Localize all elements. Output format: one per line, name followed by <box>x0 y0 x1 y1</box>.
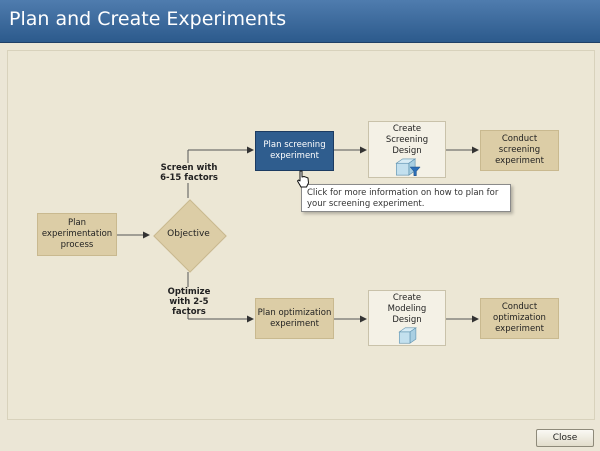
plan-screening-experiment-label: Plan screening experiment <box>263 140 326 161</box>
title-bar: Plan and Create Experiments <box>0 0 600 43</box>
create-modeling-design-node[interactable]: Create Modeling Design <box>368 290 446 346</box>
conduct-optimization-experiment-label: Conduct optimization experiment <box>493 302 546 334</box>
conduct-optimization-experiment-node[interactable]: Conduct optimization experiment <box>480 298 559 339</box>
plan-optimization-experiment-label: Plan optimization experiment <box>257 307 332 329</box>
screening-design-cube-icon <box>395 158 421 176</box>
tooltip-text: Click for more information on how to pla… <box>307 188 499 209</box>
modeling-design-cube-icon <box>398 327 417 344</box>
create-screening-design-node[interactable]: Create Screening Design <box>368 121 446 178</box>
window-title: Plan and Create Experiments <box>9 8 287 30</box>
plan-screening-experiment-node[interactable]: Plan screening experiment <box>255 131 334 171</box>
close-button[interactable]: Close <box>536 429 594 447</box>
conduct-screening-experiment-label: Conduct screening experiment <box>495 134 544 166</box>
screening-info-tooltip: Click for more information on how to pla… <box>301 184 511 212</box>
plan-experimentation-process-label: Plan experimentation process <box>41 218 113 250</box>
screen-branch-label: Screen with 6-15 factors <box>160 163 218 183</box>
optimize-branch-label: Optimize with 2-5 factors <box>167 287 211 317</box>
objective-decision-node[interactable]: Objective <box>151 197 227 273</box>
create-modeling-design-label: Create Modeling Design <box>387 293 427 325</box>
objective-label: Objective <box>167 229 210 239</box>
plan-experimentation-process-node[interactable]: Plan experimentation process <box>37 213 117 256</box>
hand-pointer-cursor-icon <box>297 170 309 188</box>
plan-optimization-experiment-node[interactable]: Plan optimization experiment <box>255 298 334 339</box>
create-screening-design-label: Create Screening Design <box>385 124 429 156</box>
conduct-screening-experiment-node[interactable]: Conduct screening experiment <box>480 130 559 171</box>
